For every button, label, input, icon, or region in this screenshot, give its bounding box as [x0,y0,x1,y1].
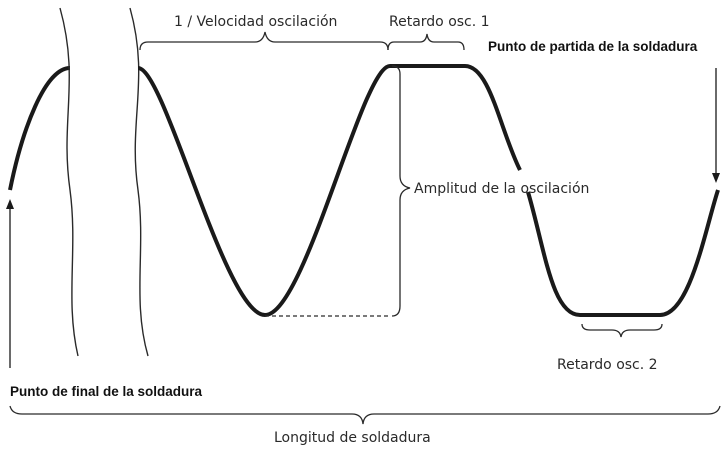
amplitude-brace [391,65,411,317]
weld-length-brace [9,405,721,425]
amplitude-label: Amplitud de la oscilación [414,181,589,197]
delay2-label: Retardo osc. 2 [557,357,658,373]
delay1-label: Retardo osc. 1 [389,14,490,30]
end-point-label: Punto de final de la soldadura [10,384,203,399]
waveform-main [137,64,522,318]
delay1-brace [387,33,465,51]
waveform-right-dip [526,189,720,317]
delay2-brace [581,323,663,338]
break-line-left [59,7,79,357]
period-brace [139,31,389,51]
period-label: 1 / Velocidad oscilación [174,14,337,30]
start-point-label: Punto de partida de la soldadura [488,39,698,54]
break-line-right [129,7,149,357]
weld-length-label: Longitud de soldadura [274,430,431,446]
waveform-left-segment [8,66,71,191]
